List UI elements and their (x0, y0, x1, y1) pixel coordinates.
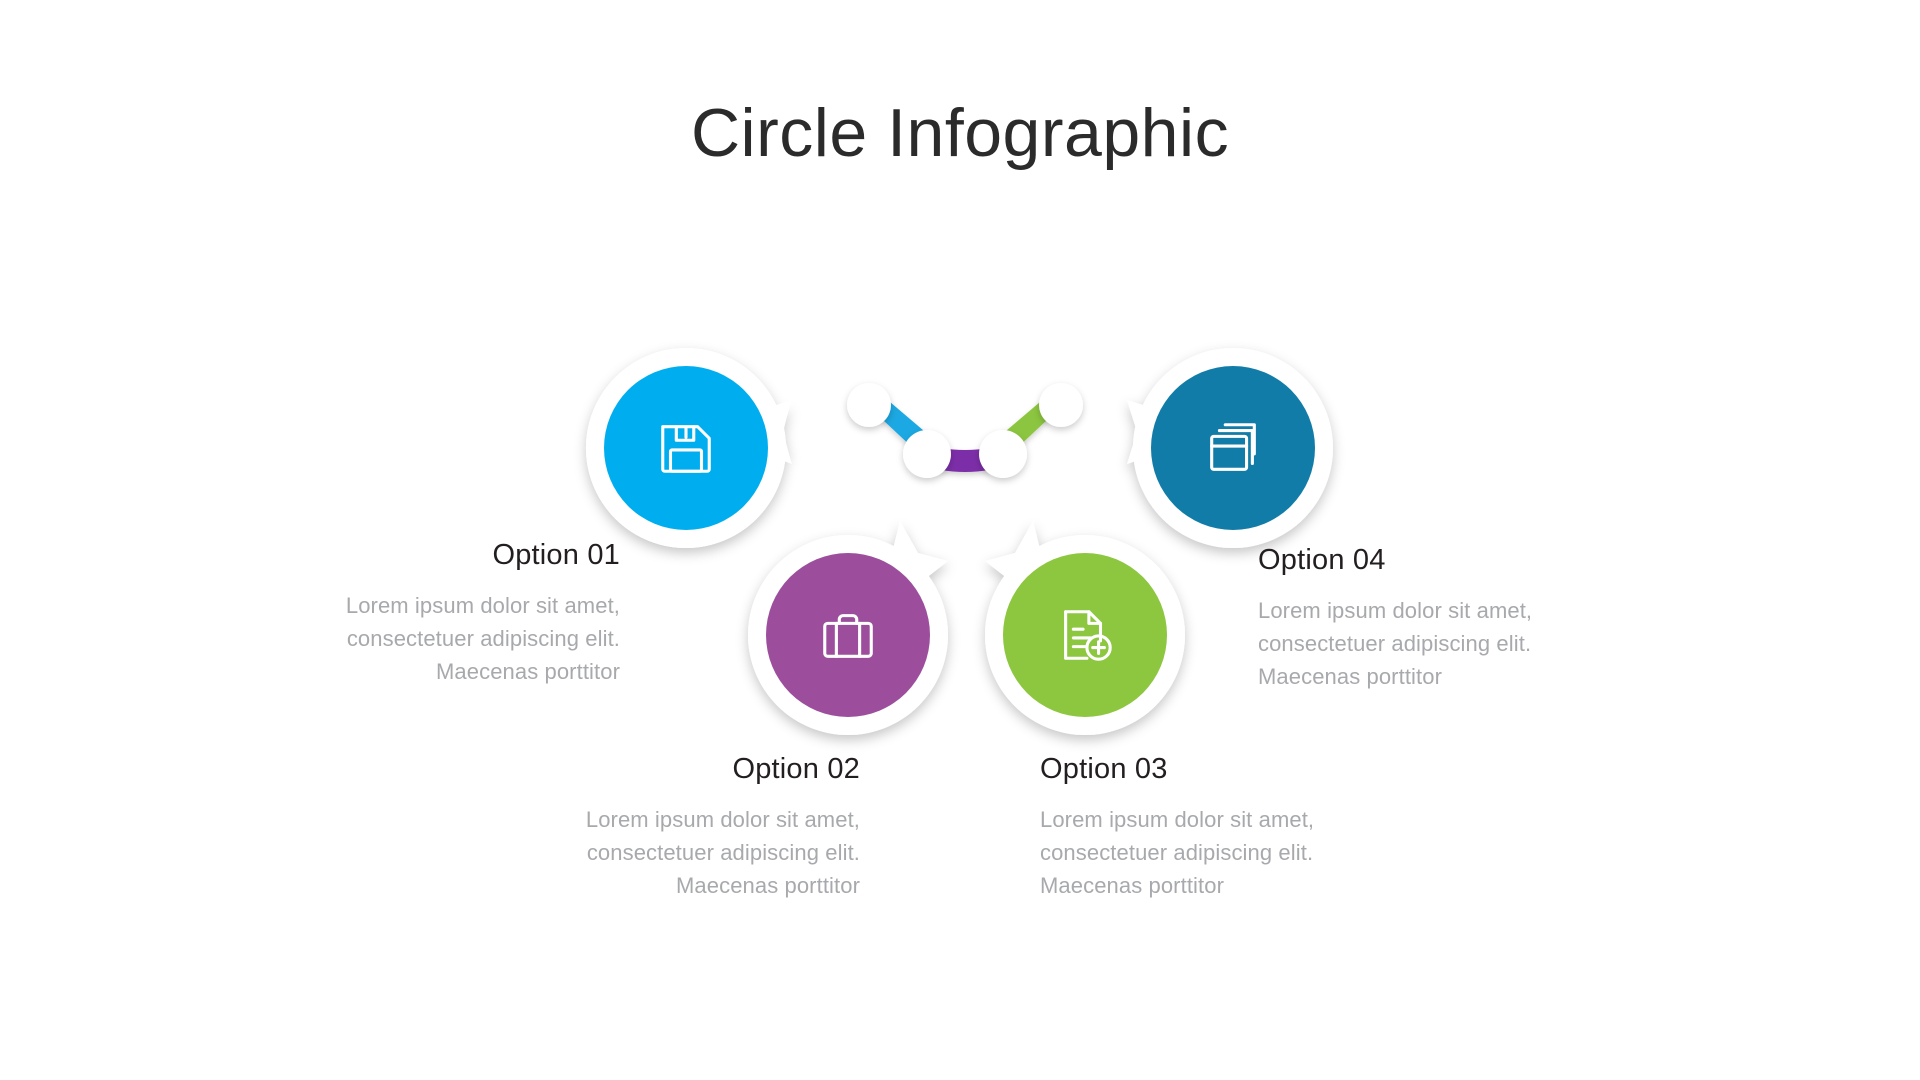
option-04-title: Option 04 (1258, 544, 1386, 576)
option-02-bubble-shape (748, 521, 948, 735)
option-03-bubble[interactable] (985, 521, 1185, 735)
option-01-bubble-shape (585, 348, 792, 548)
option-02-title: Option 02 (732, 753, 860, 785)
option-03-title: Option 03 (1040, 753, 1168, 785)
option-03-bubble-shape (985, 521, 1185, 735)
page-title: Circle Infographic (690, 95, 1230, 171)
option-02-caption: Option 02 Lorem ipsum dolor sit amet, co… (500, 752, 860, 902)
option-01-body: Lorem ipsum dolor sit amet, consectetuer… (345, 592, 620, 684)
option-01-disc (604, 366, 768, 530)
option-01-bubble[interactable] (585, 348, 792, 548)
option-01-caption: Option 01 Lorem ipsum dolor sit amet, co… (260, 538, 620, 688)
option-04-caption: Option 04 Lorem ipsum dolor sit amet, co… (1258, 543, 1618, 693)
center-chain-connector (847, 383, 1083, 478)
option-04-disc (1151, 366, 1315, 530)
option-02-disc (766, 553, 930, 717)
option-04-bubble-shape (1127, 348, 1333, 548)
option-02-bubble[interactable] (748, 521, 948, 735)
option-04-bubble[interactable] (1127, 348, 1333, 548)
option-02-body: Lorem ipsum dolor sit amet, consectetuer… (585, 806, 860, 898)
connector-node-4 (1039, 383, 1083, 427)
option-03-disc (1003, 553, 1167, 717)
option-01-title: Option 01 (492, 539, 620, 571)
connector-node-3 (979, 430, 1027, 478)
option-03-caption: Option 03 Lorem ipsum dolor sit amet, co… (1040, 752, 1400, 902)
connector-node-1 (847, 383, 891, 427)
option-03-body: Lorem ipsum dolor sit amet, consectetuer… (1040, 806, 1315, 898)
option-04-body: Lorem ipsum dolor sit amet, consectetuer… (1258, 597, 1533, 689)
connector-node-2 (903, 430, 951, 478)
